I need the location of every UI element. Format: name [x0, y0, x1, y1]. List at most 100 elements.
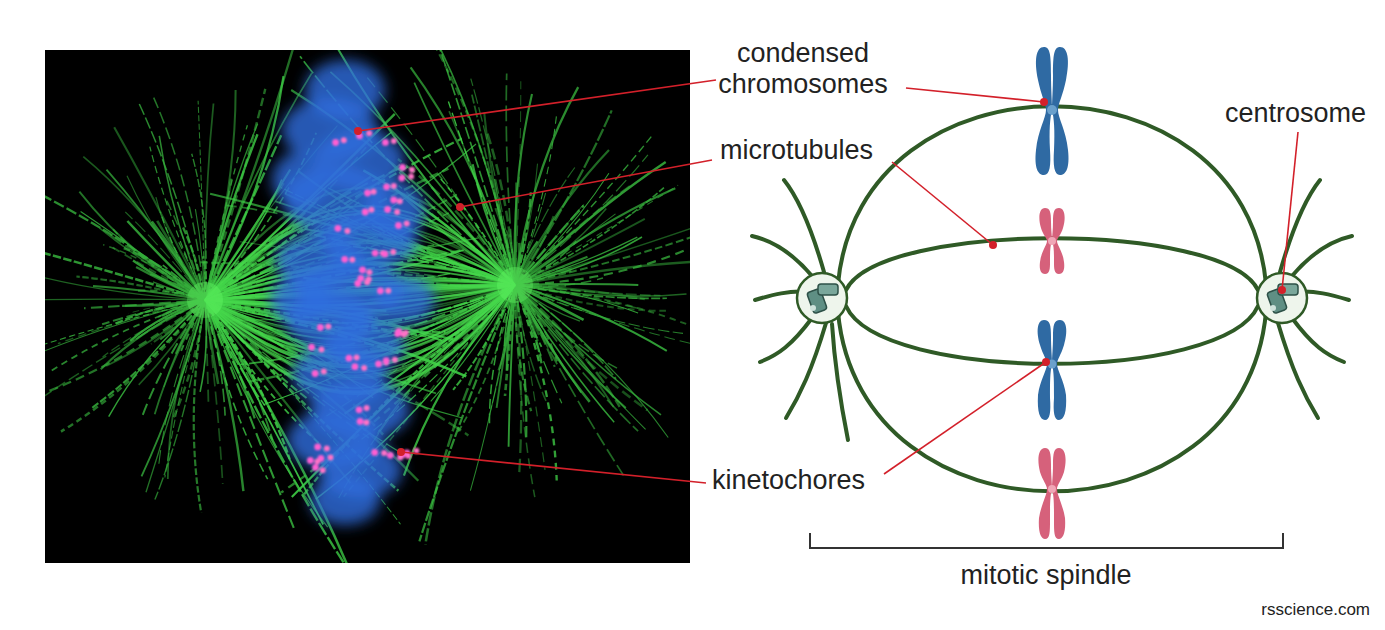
microtubule: [411, 67, 515, 285]
kinetochore-dot: [369, 207, 375, 213]
microtubule: [45, 299, 205, 301]
kinetochore-dot: [390, 249, 396, 255]
kinetochore-dot: [383, 357, 390, 364]
kinetochore-dot: [385, 288, 391, 294]
kinetochore-dot: [346, 355, 353, 362]
kinetochore-dot: [371, 189, 377, 195]
microtubule: [155, 300, 205, 500]
kinetochore-dot: [356, 406, 363, 413]
kinetochore-dot: [405, 453, 411, 459]
microtubule: [159, 300, 205, 464]
kinetochore-dot: [382, 139, 389, 146]
microtubule: [515, 285, 690, 351]
microtubule: [515, 94, 532, 285]
chromosome-blue: [1038, 320, 1067, 420]
kinetochore-dot: [324, 446, 330, 452]
kinetochore-dot: [394, 330, 401, 337]
centrosome-symbol: [797, 273, 847, 323]
structure-label: centrosome: [1225, 98, 1375, 129]
chromosome-mass: [270, 60, 435, 525]
watermark: rsscience.com: [1220, 600, 1370, 620]
microtubule: [515, 285, 624, 475]
kinetochore-dot: [391, 183, 397, 189]
kinetochore-dot: [335, 225, 342, 232]
microtubule: [515, 285, 668, 438]
kinetochore-dot: [352, 363, 359, 370]
bracket-label: mitotic spindle: [916, 560, 1176, 591]
microtubule: [194, 300, 205, 513]
microtubule: [139, 104, 205, 300]
kinetochore-dot: [371, 449, 378, 456]
microtubule: [515, 237, 642, 285]
microtubule: [515, 228, 690, 285]
chromosome-pink: [1039, 208, 1064, 274]
structure-label: microtubules: [720, 135, 900, 166]
kinetochore-dot: [364, 279, 370, 285]
chromosome-blob: [270, 275, 330, 325]
kinetochore-dot: [314, 444, 321, 451]
microtubule: [83, 157, 205, 300]
microtubule: [515, 150, 609, 285]
kinetochore-dot: [361, 365, 367, 371]
microtubule: [515, 285, 646, 429]
chromosome-blob: [375, 275, 435, 325]
kinetochore-dot: [319, 347, 325, 353]
microtubule: [515, 284, 638, 285]
chromosome-pink: [1038, 448, 1065, 539]
kinetochore-dot: [366, 269, 372, 275]
kinetochore-dot: [391, 138, 397, 144]
kinetochore-dot: [363, 420, 369, 426]
pole-glow: [497, 267, 533, 303]
kinetochore-dot: [364, 190, 371, 197]
kinetochore-dot: [409, 167, 415, 173]
microtubule: [515, 285, 614, 407]
kinetochore-dot: [307, 457, 314, 464]
microtubule: [515, 188, 675, 285]
kinetochore-dot: [314, 458, 320, 464]
kinetochore-dot: [377, 287, 384, 294]
microtubule: [515, 285, 590, 402]
microtubule: [515, 285, 687, 296]
microtubule: [45, 250, 205, 300]
kinetochore-dot: [381, 450, 387, 456]
microtubule: [58, 300, 205, 344]
kinetochore-dot: [375, 361, 382, 368]
microtubule: [205, 206, 515, 300]
microtubule: [515, 219, 645, 285]
kinetochore-dot: [359, 267, 366, 274]
microtubule: [515, 227, 690, 285]
kinetochore-dot: [354, 354, 360, 360]
leader-lines: [358, 80, 1298, 483]
microtubule: [472, 95, 515, 285]
chromosome-blue: [1035, 47, 1068, 175]
microtubule: [45, 300, 205, 353]
kinetochore-dot: [366, 130, 372, 136]
kinetochore-dot: [397, 198, 403, 204]
microtubule: [198, 101, 205, 300]
kinetochore-dot: [312, 464, 319, 471]
kinetochore-dot: [354, 280, 361, 287]
structure-label: condensed chromosomes: [698, 38, 908, 100]
microtubule: [515, 155, 648, 285]
leader-dots: [354, 98, 1286, 456]
kinetochore-dot: [394, 209, 400, 215]
kinetochore-dot: [372, 250, 379, 257]
chromosome-blob: [272, 152, 328, 208]
microtubule: [515, 187, 665, 285]
microtubule: [515, 114, 557, 285]
kinetochore-dot: [408, 174, 414, 180]
microtubule-fibers: [45, 50, 690, 563]
centrosome-symbol: [1257, 273, 1307, 323]
kinetochore-dot: [317, 324, 324, 331]
kinetochore-dot: [382, 251, 389, 258]
kinetochore-dot: [357, 418, 364, 425]
kinetochore-dot: [401, 332, 407, 338]
microtubule: [45, 191, 205, 300]
kinetochore-dot: [349, 257, 355, 263]
microtubule: [515, 285, 661, 415]
microtubule: [127, 176, 205, 300]
kinetochore-dot: [341, 256, 348, 263]
micrograph-background: [45, 50, 690, 563]
